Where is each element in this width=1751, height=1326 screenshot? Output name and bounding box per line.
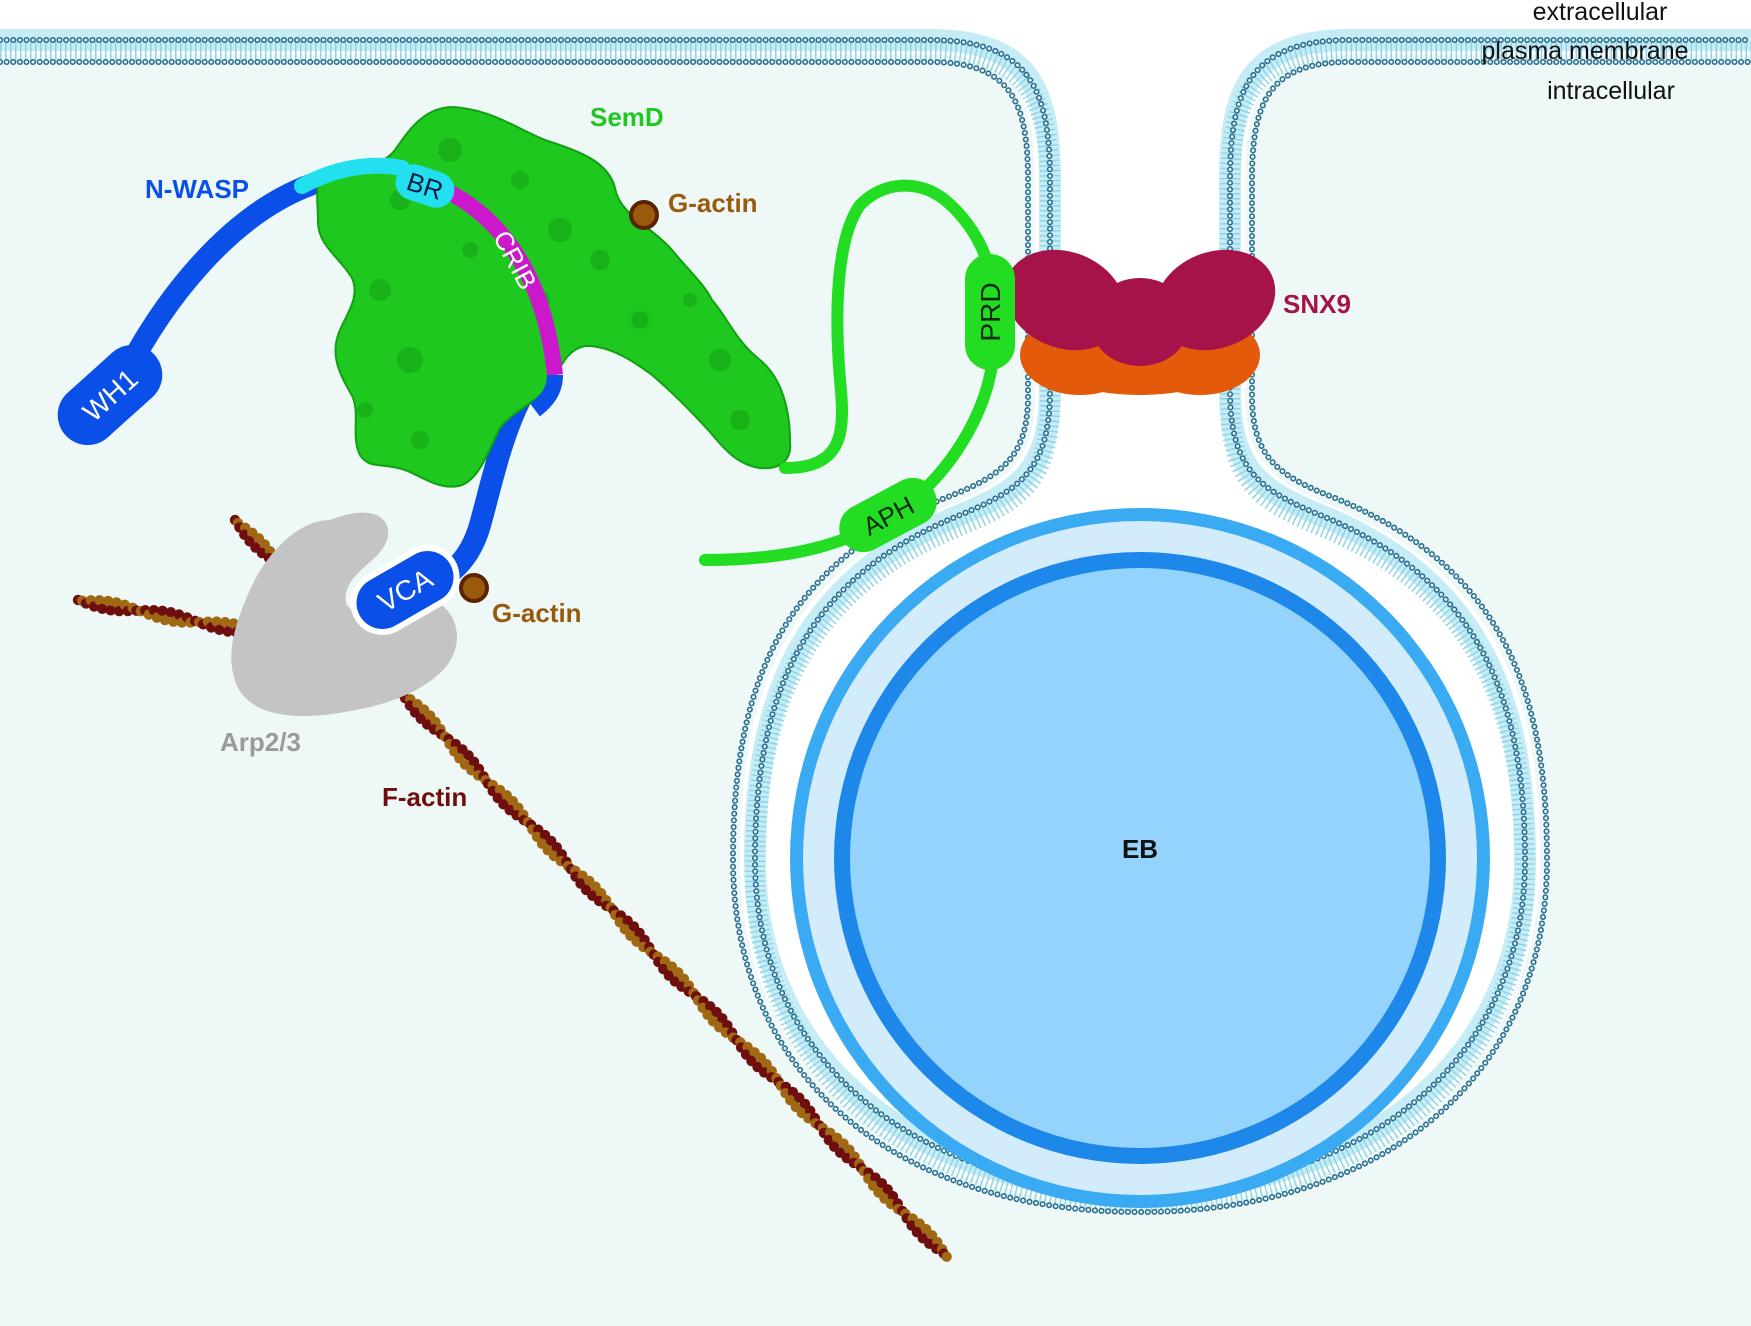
plasma-membrane-label: plasma membrane: [1481, 37, 1688, 65]
actin-subunit: [111, 597, 122, 608]
f-actin-label: F-actin: [382, 782, 467, 812]
prd-domain: PRD: [965, 254, 1015, 370]
snx9-dimer: [1004, 249, 1276, 395]
actin-subunit: [211, 616, 222, 627]
actin-subunit: [168, 616, 179, 627]
aph-domain: APH: [839, 477, 937, 553]
g-actin-monomer-top: [629, 200, 659, 230]
actin-subunit: [941, 1251, 952, 1262]
actin-subunit: [97, 603, 108, 615]
actin-subunit: [165, 607, 177, 618]
actin-subunit: [105, 605, 116, 616]
semd-chain: [779, 179, 996, 474]
actin-subunit: [94, 595, 105, 606]
nwasp-basic-linker: [294, 157, 410, 194]
actin-subunit: [151, 612, 163, 623]
nwasp-label: N-WASP: [145, 174, 249, 204]
crib-arc: [441, 182, 563, 376]
actin-subunit: [102, 595, 114, 607]
eb-body: [790, 508, 1490, 1208]
actin-subunit: [173, 609, 185, 620]
f-actin-filament-mother: [229, 514, 952, 1262]
membrane-inner-leaflet-fill: [0, 60, 1751, 1214]
arp23-complex: [231, 512, 458, 717]
vca-domain: VCA: [350, 545, 460, 635]
eb-label: EB: [1122, 834, 1158, 864]
actin-subunit: [157, 605, 168, 616]
crib-blue-end: [529, 374, 563, 417]
actin-subunit: [159, 614, 171, 626]
f-actin-filaments: [72, 514, 952, 1262]
arp23-label: Arp2/3: [220, 727, 301, 757]
extracellular-label: extracellular: [1533, 0, 1668, 26]
g-actin-monomer-bottom: [459, 573, 489, 603]
semd-label: SemD: [590, 102, 664, 132]
g-actin-bottom-label: G-actin: [492, 598, 582, 628]
actin-subunit: [219, 616, 231, 628]
br-domain: BR: [395, 164, 455, 208]
prd-label: PRD: [975, 282, 1006, 341]
actin-subunit: [228, 618, 239, 629]
intracellular-label: intracellular: [1547, 77, 1675, 105]
actin-subunit: [222, 626, 233, 637]
actin-subunit: [214, 624, 225, 636]
g-actin-top-label: G-actin: [668, 188, 758, 218]
snx9-label: SNX9: [1283, 289, 1351, 319]
membrane-outer-leaflet-fill: [0, 38, 1751, 1192]
